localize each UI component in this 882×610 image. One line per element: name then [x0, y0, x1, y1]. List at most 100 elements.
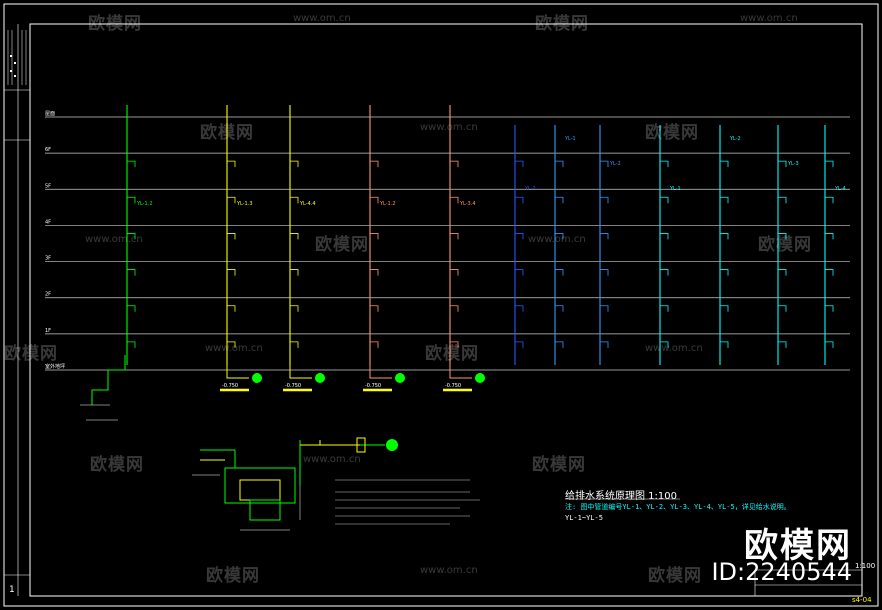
riser-label: YL-3: [787, 161, 799, 167]
floor-label: 6F: [45, 147, 51, 153]
watermark-url: www.om.cn: [528, 234, 586, 245]
branch-pipe: [660, 269, 669, 276]
branch-pipe: [660, 160, 669, 168]
riser-marker: [252, 373, 262, 383]
watermark-url: www.om.cn: [293, 13, 351, 24]
riser-label: YL-3.4: [459, 201, 476, 207]
branch-pipe: [720, 269, 729, 276]
watermark-brand: 欧模网: [535, 14, 589, 34]
left-strip-marks: [7, 30, 27, 85]
watermark-big-logo: 欧模网: [744, 526, 852, 566]
branch-pipe: [227, 269, 236, 276]
riser-label: YL-1: [524, 186, 536, 192]
riser-pipe: YL-1: [554, 125, 576, 365]
watermark-brand: 欧模网: [645, 123, 699, 143]
watermark-brand: 欧模网: [532, 455, 586, 475]
elevation-label: -0.750: [222, 383, 238, 389]
branch-pipe: [555, 160, 564, 168]
branch-pipe: [370, 160, 379, 168]
branch-pipe: [290, 196, 299, 204]
riser-label: YL-1.2: [136, 201, 153, 207]
branch-pipe: [290, 160, 299, 168]
branch-pipe: [660, 305, 669, 312]
branch-pipe: [825, 341, 834, 348]
outlet-pipe: [369, 365, 392, 379]
riser-label: YL-1.3: [236, 201, 253, 207]
floor-lines: [45, 116, 850, 371]
riser-pipe: YL-1: [659, 125, 681, 365]
branch-pipe: [720, 305, 729, 312]
outlet-pipe: [289, 365, 312, 379]
watermark-brand: 欧模网: [206, 566, 260, 586]
riser-marker: [395, 373, 405, 383]
branch-pipe: [450, 160, 459, 168]
branch-pipe: [778, 233, 787, 240]
floor-label: 3F: [45, 256, 51, 262]
branch-pipe: [720, 196, 729, 204]
watermark-url: www.om.cn: [420, 565, 478, 576]
riser-pipe: YL-4.4-0.750: [283, 105, 325, 392]
outlet-pipe: [226, 365, 249, 379]
floor-label: 室外地坪: [45, 363, 65, 370]
riser-label: YL-2: [729, 136, 741, 142]
branch-pipe: [127, 196, 136, 204]
riser-pipe: YL-1: [514, 125, 536, 365]
branch-pipe: [127, 341, 136, 348]
branch-pipe: [825, 269, 834, 276]
riser-marker: [475, 373, 485, 383]
branch-pipe: [515, 196, 524, 204]
sheet-number: 1: [9, 585, 15, 595]
branch-pipe: [515, 341, 524, 348]
branch-pipe: [450, 269, 459, 276]
watermark-brand: 欧模网: [90, 455, 144, 475]
branch-pipe: [227, 160, 236, 168]
floor-label: 5F: [45, 183, 51, 189]
floor-label: 1F: [45, 328, 51, 334]
branch-pipe: [825, 305, 834, 312]
branch-pipe: [127, 160, 136, 168]
drawing-number: s4-04: [852, 596, 872, 604]
inlet-detail: [80, 355, 126, 421]
branch-pipe: [778, 269, 787, 276]
riser-marker: [315, 373, 325, 383]
branch-pipe: [555, 341, 564, 348]
branch-pipe: [450, 233, 459, 240]
riser-pipe: YL-2: [599, 125, 621, 365]
riser-pipe: YL-2: [719, 125, 741, 365]
branch-pipe: [660, 233, 669, 240]
branch-pipe: [515, 305, 524, 312]
riser-pipe: YL-4: [824, 125, 846, 365]
branch-pipe: [555, 269, 564, 276]
branch-pipe: [720, 160, 729, 168]
riser-label: YL-4: [834, 186, 846, 192]
floor-label: 4F: [45, 219, 51, 225]
elevation-label: -0.750: [445, 383, 461, 389]
riser-label: YL-1: [669, 186, 681, 192]
watermark-url: www.om.cn: [645, 343, 703, 354]
branch-pipe: [450, 341, 459, 348]
riser-pipe: YL-3.4 -0.750: [443, 105, 485, 392]
branch-pipe: [555, 196, 564, 204]
branch-pipe: [825, 233, 834, 240]
branch-pipe: [600, 196, 609, 204]
drawing-note-1: 注: 图中管道编号YL-1、YL-2、YL-3、YL-4、YL-5，详见给水说明…: [565, 503, 791, 511]
outer-frame: [3, 3, 879, 607]
watermark-brand: 欧模网: [315, 235, 369, 255]
watermark-brand: 欧模网: [4, 344, 58, 364]
branch-pipe: [600, 269, 609, 276]
branch-pipe: [370, 233, 379, 240]
elevation-label: -0.750: [365, 383, 381, 389]
branch-pipe: [127, 233, 136, 240]
watermark-brand: 欧模网: [648, 566, 702, 586]
branch-pipe: [370, 305, 379, 312]
branch-pipe: [778, 341, 787, 348]
branch-pipe: [515, 233, 524, 240]
drawing-note-2: YL-1~YL-5: [565, 514, 603, 522]
title-block: [754, 569, 862, 596]
branch-pipe: [290, 233, 299, 240]
branch-pipe: [600, 233, 609, 240]
riser-pipe: YL-1.3 -0.750: [220, 105, 262, 392]
outlet-pipe: [449, 365, 472, 379]
